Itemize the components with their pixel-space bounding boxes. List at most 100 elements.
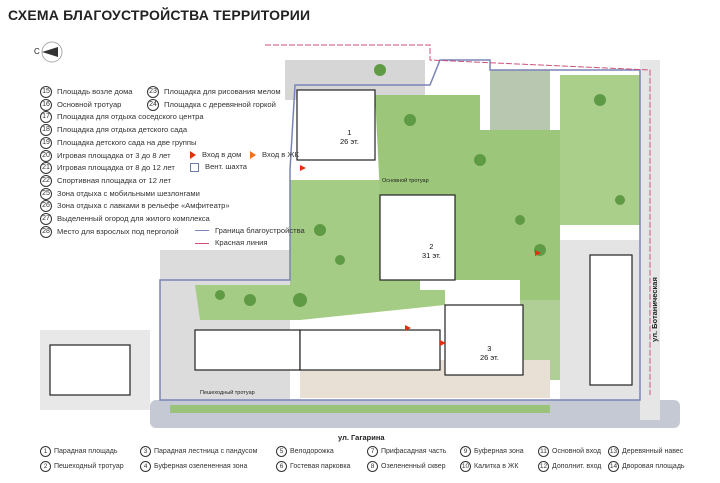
legend-label: Дополнит. вход — [552, 462, 602, 470]
red-line — [265, 44, 651, 395]
legend-entry-complex: Вход в ЖК — [250, 150, 299, 160]
sports-ground — [490, 70, 550, 130]
legend-label: Игровая площадка от 8 до 12 лет — [57, 163, 175, 173]
legend-number: 21 — [40, 162, 52, 175]
legend-label: Велодорожка — [290, 447, 334, 455]
legend-label: Калитка в ЖК — [474, 462, 519, 470]
legend-label: Буферная зона — [474, 447, 524, 455]
legend-number: 23 — [147, 86, 159, 98]
street-label-gagarina: ул. Гагарина — [338, 433, 385, 442]
building-floors: 26 эт. — [480, 353, 499, 362]
street-gagarina — [150, 400, 680, 428]
legend-label: Парадная площадь — [54, 447, 118, 455]
legend-label: Выделенный огород для жилого комплекса — [57, 214, 210, 223]
legend-label: Зона отдыха с мобильными шезлонгами — [57, 188, 200, 198]
parking-area — [160, 250, 290, 400]
street-label-botanicheskaya: ул. Ботаническая — [649, 277, 659, 342]
legend-label: Граница благоустройства — [215, 225, 305, 235]
legend-label: Красная линия — [215, 238, 268, 248]
legend-red-line: Красная линия — [195, 238, 268, 248]
legend-number: 16 — [40, 98, 52, 111]
building-floors: 31 эт. — [422, 251, 441, 260]
main-walk-label: Основной тротуар — [382, 178, 429, 184]
legend-number: 11 — [538, 446, 549, 457]
entry-house-icon — [190, 150, 196, 159]
compass-label: С — [34, 47, 40, 56]
legend-number: 8 — [367, 461, 378, 472]
red-line-icon — [195, 242, 209, 244]
legend-label: Вход в дом — [202, 149, 242, 159]
courtyard-west — [195, 180, 445, 320]
building-number: 1 — [347, 128, 352, 137]
compass-icon — [41, 41, 63, 63]
boundary-line — [159, 59, 641, 401]
legend-label: Площадь возле дома — [57, 87, 133, 96]
legend-label: Гостевая парковка — [290, 462, 351, 470]
legend-number: 27 — [40, 213, 52, 225]
legend-item: 27 Выделенный огород для жилого комплекса — [40, 213, 210, 225]
legend-number: 20 — [40, 149, 52, 162]
legend-item: 23 Площадка для рисования мелом — [147, 86, 281, 98]
legend-item: 21 Игровая площадка от 8 до 12 лет — [40, 162, 175, 175]
legend-number: 22 — [40, 174, 52, 187]
building-number: 3 — [487, 344, 492, 353]
legend-item: 25 Зона отдыха с мобильными шезлонгами — [40, 187, 200, 200]
legend-label: Озелененный сквер — [381, 462, 446, 470]
legend-label: Деревянный навес — [622, 447, 684, 455]
legend-number: 17 — [40, 111, 52, 124]
legend-label: Основной тротуар — [57, 99, 122, 109]
legend-number: 19 — [40, 136, 52, 149]
legend-number: 25 — [40, 187, 52, 200]
legend-label: Вент. шахта — [205, 162, 247, 172]
legend-number: 18 — [40, 124, 52, 137]
legend-label: Игровая площадка от 3 до 8 лет — [57, 150, 171, 160]
legend-number: 14 — [608, 461, 619, 472]
legend-item: 18 Площадка для отдыха детского сада — [40, 124, 188, 137]
legend-number: 10 — [460, 461, 471, 472]
entry-markers — [300, 165, 541, 346]
legend-item: 20 Игровая площадка от 3 до 8 лет — [40, 149, 171, 162]
legend-label: Прифасадная часть — [381, 447, 447, 455]
legend-label: Спортивная площадка от 12 лет — [57, 175, 171, 185]
legend-label: Место для взрослых под перголой — [57, 226, 179, 236]
page-title: СХЕМА БЛАГОУСТРОЙСТВА ТЕРРИТОРИИ — [8, 7, 311, 23]
legend-label: Площадка для рисования мелом — [164, 87, 281, 96]
legend-number: 1 — [40, 446, 51, 457]
legend-number: 13 — [608, 446, 619, 457]
legend-number: 4 — [140, 461, 151, 472]
legend-number: 12 — [538, 461, 549, 472]
legend-label: Зона отдыха с лавками в рельефе «Амфитеа… — [57, 201, 230, 211]
legend-vent-shaft: Вент. шахта — [190, 162, 247, 172]
trees — [215, 64, 625, 307]
legend-number: 7 — [367, 446, 378, 457]
legend-number: 9 — [460, 446, 471, 457]
legend-label: Основной вход — [552, 447, 601, 455]
legend-boundary: Граница благоустройства — [195, 226, 305, 236]
legend-item: 16 Основной тротуар — [40, 98, 122, 111]
legend-label: Площадка с деревянной горкой — [164, 99, 276, 109]
legend-label: Площадка для отдыха детского сада — [57, 125, 188, 135]
legend-number: 15 — [40, 86, 52, 98]
legend-label: Буферная озелененная зона — [154, 462, 248, 470]
courtyard-center — [375, 95, 560, 300]
legend-label: Вход в ЖК — [262, 149, 299, 159]
